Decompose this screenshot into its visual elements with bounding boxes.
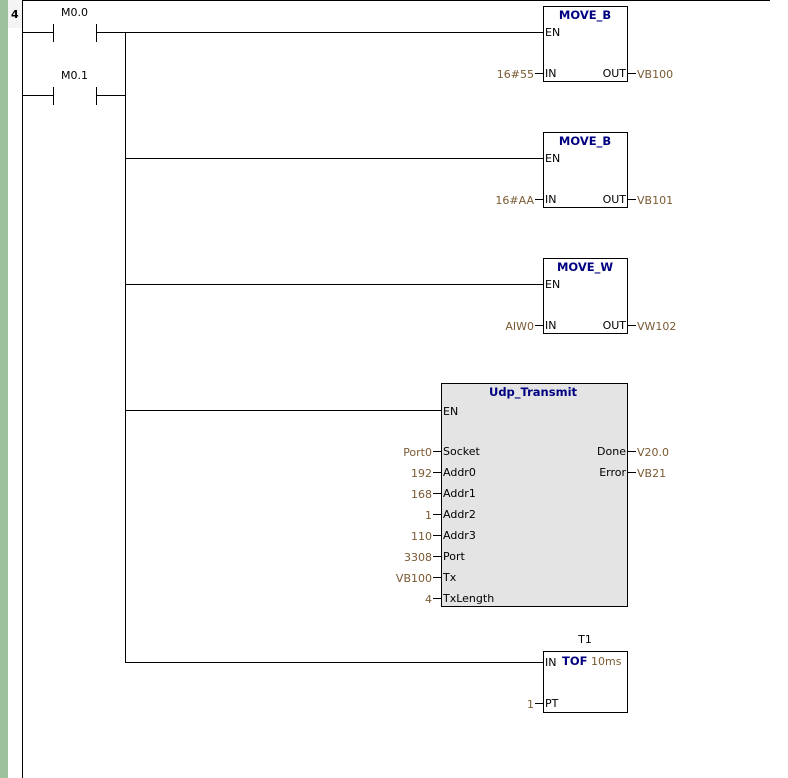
timer-in-pin: IN [545, 656, 556, 669]
move-b-2-out-operand[interactable]: VB101 [637, 194, 673, 207]
udp-input-operand[interactable]: 4 [425, 593, 432, 606]
move-b-1-en-pin: EN [545, 26, 560, 39]
udp-input-operand[interactable]: Port0 [403, 446, 432, 459]
move-b-2-title: MOVE_B [559, 134, 611, 149]
move-b-block-1[interactable]: MOVE_B EN IN OUT 16#55 VB100 [497, 6, 673, 82]
timer-resolution: 10ms [591, 655, 622, 668]
move-w-block[interactable]: MOVE_W EN IN OUT AIW0 VW102 [505, 258, 676, 334]
move-b-2-box [543, 132, 628, 208]
move-b-1-out-operand[interactable]: VB100 [637, 68, 673, 81]
udp-input-operand[interactable]: 192 [411, 467, 432, 480]
move-w-out-pin: OUT [603, 319, 627, 332]
timer-pt-operand[interactable]: 1 [527, 698, 534, 711]
timer-box [543, 651, 628, 713]
udp-input-pin-label: Addr2 [443, 508, 476, 521]
contact-m0-1-address: M0.1 [61, 69, 88, 82]
timer-name[interactable]: T1 [577, 633, 592, 646]
network-number-cell[interactable] [8, 0, 22, 28]
move-b-2-in-operand[interactable]: 16#AA [495, 194, 534, 207]
move-b-2-in-pin: IN [545, 193, 556, 206]
contact-m0-1[interactable]: M0.1 [22, 69, 125, 105]
move-w-box [543, 258, 628, 334]
udp-output-operand[interactable]: VB21 [637, 467, 666, 480]
contact-m0-0[interactable]: M0.0 [22, 6, 125, 42]
udp-output-operand[interactable]: V20.0 [637, 446, 669, 459]
udp-transmit-en-pin: EN [443, 405, 458, 418]
udp-input-operand[interactable]: 1 [425, 509, 432, 522]
udp-input-pin-label: Addr3 [443, 529, 476, 542]
move-w-in-pin: IN [545, 319, 556, 332]
timer-pt-pin: PT [545, 697, 559, 710]
move-w-in-operand[interactable]: AIW0 [505, 320, 534, 333]
contact-m0-0-address: M0.0 [61, 6, 88, 19]
move-b-2-en-pin: EN [545, 152, 560, 165]
move-w-title: MOVE_W [557, 260, 613, 275]
move-b-1-box [543, 6, 628, 82]
udp-input-pin-label: Addr1 [443, 487, 476, 500]
udp-input-pin-label: Addr0 [443, 466, 476, 479]
udp-input-operand[interactable]: 168 [411, 488, 432, 501]
timer-type: TOF [562, 654, 587, 668]
udp-input-pin-label: Tx [442, 571, 457, 584]
move-w-en-pin: EN [545, 278, 560, 291]
udp-input-pin-label: TxLength [442, 592, 494, 605]
udp-input-operand[interactable]: 110 [411, 530, 432, 543]
move-b-1-in-pin: IN [545, 67, 556, 80]
move-w-out-operand[interactable]: VW102 [637, 320, 676, 333]
move-b-2-out-pin: OUT [603, 193, 627, 206]
udp-input-pin-label: Socket [443, 445, 481, 458]
udp-output-pin-label: Error [599, 466, 626, 479]
move-b-1-title: MOVE_B [559, 8, 611, 23]
udp-input-operand[interactable]: VB100 [396, 572, 432, 585]
udp-transmit-box [441, 383, 628, 607]
udp-output-pin-label: Done [597, 445, 626, 458]
udp-transmit-title: Udp_Transmit [489, 385, 578, 400]
tof-timer-block[interactable]: T1 IN TOF 10ms PT 1 [527, 633, 628, 713]
udp-input-pin-label: Port [443, 550, 465, 563]
move-b-block-2[interactable]: MOVE_B EN IN OUT 16#AA VB101 [495, 132, 673, 208]
move-b-1-out-pin: OUT [603, 67, 627, 80]
udp-input-operand[interactable]: 3308 [404, 551, 432, 564]
network-bar [0, 0, 8, 778]
move-b-1-in-operand[interactable]: 16#55 [497, 68, 534, 81]
network-number: 4 [11, 8, 19, 21]
